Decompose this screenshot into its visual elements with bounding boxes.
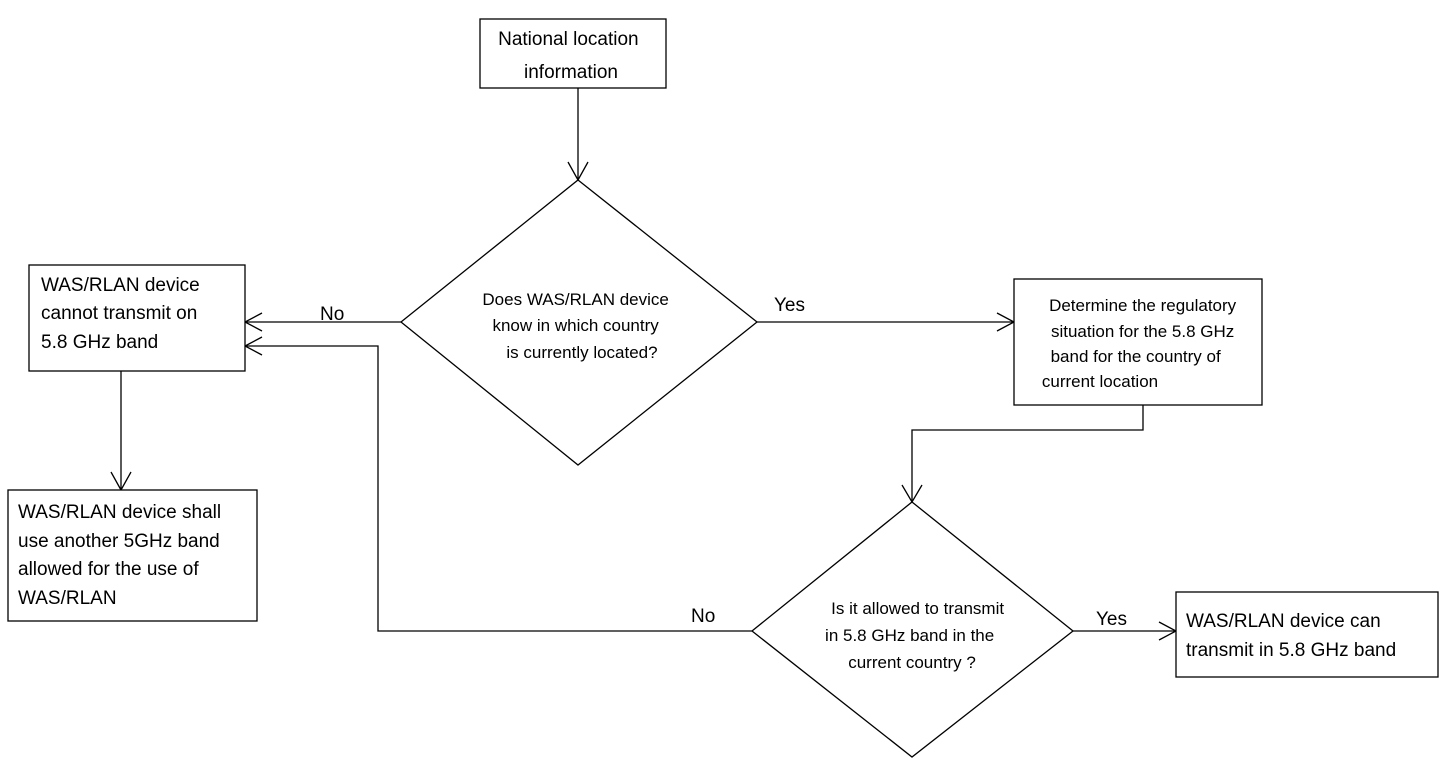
edge-label-country-yes: Yes (774, 295, 805, 316)
can-transmit-line-1: WAS/RLAN device can (1186, 611, 1381, 632)
can-transmit-box (1175, 591, 1439, 678)
edge-determine-to-allowed (911, 405, 1144, 502)
determine-regulatory-label: Determine the regulatory situation for t… (1042, 296, 1241, 391)
edge-allowed-no (245, 345, 752, 632)
decision-country-label: Does WAS/RLAN device know in which count… (482, 290, 673, 362)
determine-regulatory-line-2: situation for the 5.8 GHz (1051, 322, 1234, 341)
another-band-line-3: allowed for the use of (18, 559, 199, 580)
can-transmit-label: WAS/RLAN device can transmit in 5.8 GHz … (1186, 611, 1396, 661)
another-band-label: WAS/RLAN device shall use another 5GHz b… (18, 502, 226, 609)
decision-allowed-label: Is it allowed to transmit in 5.8 GHz ban… (825, 599, 1009, 672)
decision-country-line-1: Does WAS/RLAN device (482, 290, 668, 309)
start-line-1: National location (498, 29, 638, 50)
start-line-2: information (524, 62, 618, 83)
cannot-transmit-box (28, 264, 246, 372)
decision-allowed-diamond (750, 501, 1075, 758)
another-band-box (7, 489, 258, 622)
decision-country-line-3: is currently located? (506, 343, 657, 362)
edge-label-country-no: No (320, 304, 344, 325)
edge-label-allowed-yes: Yes (1096, 609, 1127, 630)
determine-regulatory-line-4: current location (1042, 372, 1158, 391)
determine-regulatory-box (1013, 278, 1263, 406)
decision-country-line-2: know in which country (492, 316, 659, 335)
decision-allowed-line-2: in 5.8 GHz band in the (825, 626, 994, 645)
cannot-transmit-line-3: 5.8 GHz band (41, 332, 158, 353)
edge-label-allowed-no: No (691, 606, 715, 627)
cannot-transmit-line-1: WAS/RLAN device (41, 275, 200, 296)
decision-country-diamond (399, 179, 759, 466)
cannot-transmit-line-2: cannot transmit on (41, 303, 197, 324)
another-band-line-4: WAS/RLAN (18, 588, 117, 609)
decision-allowed-line-1: Is it allowed to transmit (831, 599, 1004, 618)
start-box (479, 18, 667, 89)
determine-regulatory-line-3: band for the country of (1051, 347, 1221, 366)
determine-regulatory-line-1: Determine the regulatory (1049, 296, 1237, 315)
another-band-line-2: use another 5GHz band (18, 531, 220, 552)
can-transmit-line-2: transmit in 5.8 GHz band (1186, 640, 1396, 661)
start-label: National location information (498, 29, 644, 83)
cannot-transmit-label: WAS/RLAN device cannot transmit on 5.8 G… (41, 275, 205, 353)
decision-allowed-line-3: current country ? (848, 653, 976, 672)
another-band-line-1: WAS/RLAN device shall (18, 502, 221, 523)
